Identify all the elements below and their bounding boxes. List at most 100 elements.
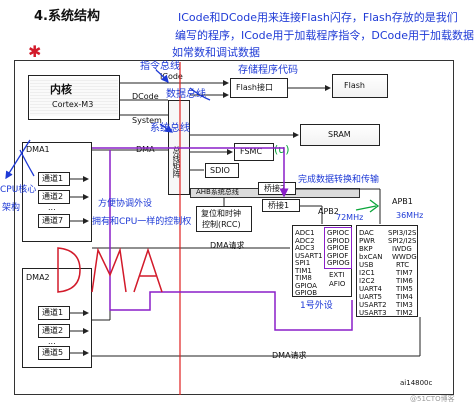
apb1-item: SPI2/I2S xyxy=(388,237,417,245)
apb2-item: ADC1 xyxy=(295,229,315,237)
apb1-item: BKP xyxy=(359,245,373,253)
cpu-core-note: CPU核心 xyxy=(0,185,37,195)
apb1-item: DAC xyxy=(359,229,374,237)
bus-note-line3: 如常数和调试数据 xyxy=(172,46,260,59)
apb2-item: ADC2 xyxy=(295,236,315,245)
dma1-channel-label: 通道1 xyxy=(42,174,64,183)
sram-label: SRAM xyxy=(328,130,351,139)
core-label: Cortex-M3 xyxy=(52,100,94,109)
fsmc-handwritten-note: (u) xyxy=(274,143,290,156)
page-title: 4.系统结构 xyxy=(34,9,100,24)
apb1-peripherals xyxy=(356,225,418,317)
apb1-item: USART3 xyxy=(359,309,387,317)
bridge2-label: 桥接2 xyxy=(264,184,286,193)
apb1-item: TIM4 xyxy=(396,293,413,301)
gpio-note: 1号外设 xyxy=(300,301,333,311)
dma2-channel-label: 通道5 xyxy=(42,348,64,357)
apb2-item: GPIOF xyxy=(327,251,349,260)
dma1-label: DMA1 xyxy=(26,145,50,154)
dma2-label: DMA2 xyxy=(26,273,50,282)
sdio-box xyxy=(205,163,239,178)
flash-label: Flash xyxy=(344,81,365,90)
star-icon: ✱ xyxy=(28,42,42,61)
apb1-item: TIM2 xyxy=(396,309,413,317)
cpu-core-note2: 架构 xyxy=(2,203,21,213)
system-bus-label: System xyxy=(132,116,162,125)
dma-note-line1: 方便协调外设 xyxy=(98,199,153,209)
apb1-item: WWDG xyxy=(392,253,417,261)
data-bus-note: 数据总线 xyxy=(166,89,206,100)
dma-note-line2: 拥有和CPU一样的控制权 xyxy=(92,217,192,227)
apb2-label: APB2 xyxy=(318,207,339,216)
fsmc-label: FSMC xyxy=(240,147,263,156)
dma1-channel xyxy=(38,190,70,204)
rcc-label-line2: 控制(RCC) xyxy=(202,220,241,229)
apb1-item: USART2 xyxy=(359,301,387,309)
apb2-item: TIM1 xyxy=(295,266,312,275)
apb2-item: GPIOG xyxy=(327,259,350,267)
apb1-speed-note: 36MHz xyxy=(396,211,424,220)
apb2-item: GPIOC xyxy=(327,229,350,237)
dma1-channel-label: 通道7 xyxy=(42,216,64,225)
apb2-item: GPIOA xyxy=(295,281,317,290)
bridge-note: 完成数据转换和传输 xyxy=(298,175,380,185)
dma2-channel-label: 通道2 xyxy=(42,326,64,335)
apb2-item: GPIOE xyxy=(327,244,349,252)
apb1-item: bxCAN xyxy=(359,253,383,261)
apb1-item: RTC xyxy=(396,261,410,269)
apb1-item: PWR xyxy=(359,237,376,245)
apb2-item: GPIOB xyxy=(295,289,318,297)
apb2-item: GPIOD xyxy=(327,236,350,245)
watermark: @51CTO博客 xyxy=(410,395,455,403)
dma2-channel xyxy=(38,346,70,360)
apb2-item: TIM8 xyxy=(295,274,312,282)
apb1-item: I2C1 xyxy=(359,269,375,277)
apb2-item: USART1 xyxy=(295,251,323,260)
bus-matrix-label: 总线矩阵 xyxy=(172,146,181,178)
apb1-item: TIM6 xyxy=(396,277,413,285)
apb1-item: USB xyxy=(359,261,374,269)
apb1-item: UART5 xyxy=(359,293,382,301)
dma1-channel xyxy=(38,172,70,186)
ahb-bus-label: AHB系统总线 xyxy=(196,188,239,196)
dma1-channel xyxy=(38,214,70,228)
apb1-item: I2C2 xyxy=(359,277,375,285)
flash-interface-label: Flash接口 xyxy=(236,83,273,92)
sdio-label: SDIO xyxy=(210,166,230,175)
apb2-speed-note: 72MHz xyxy=(336,213,364,222)
figure-id: ai14800c xyxy=(400,379,433,387)
bridge1-box xyxy=(262,199,300,212)
rcc-box xyxy=(196,206,252,232)
bridge1-label: 桥接1 xyxy=(268,201,290,210)
rcc-label-line1: 复位和时钟 xyxy=(201,209,241,218)
apb2-item: ADC3 xyxy=(295,244,315,252)
apb1-item: UART4 xyxy=(359,285,382,293)
system-bus-note: 系统总线 xyxy=(150,123,190,134)
apb2-item: AFIO xyxy=(329,280,346,288)
dma2-dots: ... xyxy=(48,337,56,346)
dma2-channel xyxy=(38,306,70,320)
flash-interface-box xyxy=(230,78,288,98)
icode-label: ICode xyxy=(160,72,183,81)
apb1-item: SPI3/I2S xyxy=(388,229,417,237)
dma2-channel xyxy=(38,324,70,338)
apb2-item: SPI1 xyxy=(295,259,311,267)
gpio-highlight xyxy=(324,227,352,269)
dma-request-label: DMA请求 xyxy=(210,241,245,250)
apb1-item: IWDG xyxy=(392,245,412,253)
dma1-channel-label: 通道2 xyxy=(42,192,64,201)
apb1-item: TIM5 xyxy=(396,285,413,293)
bus-note-line1: ICode和DCode用来连接Flash闪存，Flash存放的是我们 xyxy=(178,11,458,24)
sram-box xyxy=(300,124,380,146)
core-hatch xyxy=(30,78,118,116)
dcode-label: DCode xyxy=(132,92,159,101)
instruction-bus-note: 指令总线 xyxy=(140,61,180,72)
apb2-item: EXTI xyxy=(329,271,345,279)
apb1-item: TIM7 xyxy=(396,269,413,277)
dma2-channel-label: 通道1 xyxy=(42,308,64,317)
apb1-item: TIM3 xyxy=(396,301,413,309)
apb1-label: APB1 xyxy=(392,197,413,206)
flash-interface-note: 存储程序代码 xyxy=(238,65,298,76)
dma1-dots: ... xyxy=(48,203,56,212)
